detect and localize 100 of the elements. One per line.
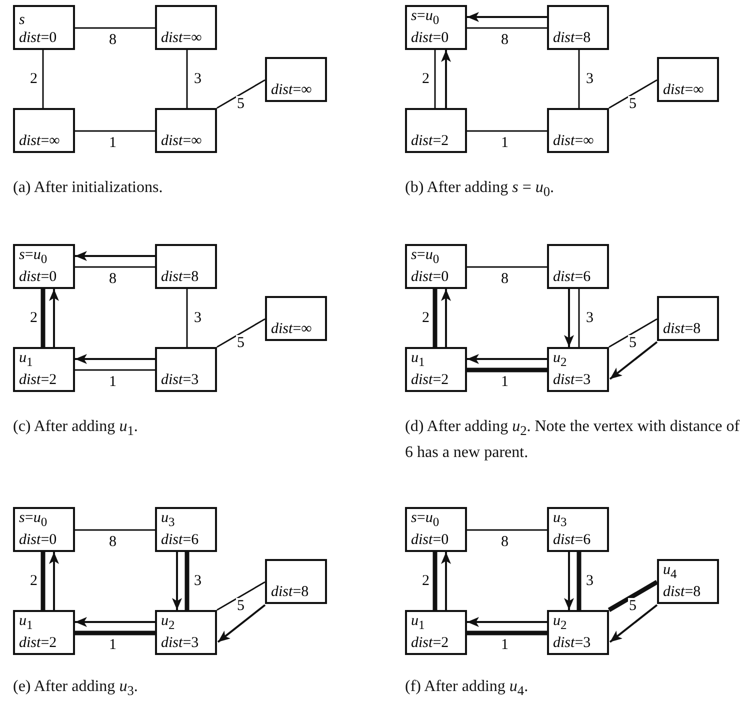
parent-arrow [75, 617, 155, 627]
tree-edge [184, 552, 190, 610]
distance-label: dist=∞ [19, 132, 60, 150]
vertex-name: u$_{2}$ [553, 612, 567, 634]
weighted-edge [75, 27, 155, 29]
weighted-edge [75, 369, 155, 371]
parent-arrow [564, 552, 574, 610]
distance-label: dist=∞ [161, 29, 202, 47]
distance-label: dist=∞ [271, 320, 312, 338]
parent-arrow [75, 354, 155, 364]
parent-arrow [441, 289, 451, 347]
distance-label: dist=3 [161, 634, 199, 652]
vertex-name: s=u$_{0}$ [411, 246, 440, 268]
vertex-name: u$_{1}$ [411, 349, 425, 371]
parent-arrow [441, 552, 451, 610]
weighted-edge [216, 79, 266, 109]
tree-edge [576, 552, 582, 610]
vertex-box [155, 5, 217, 50]
vertex-box [155, 244, 217, 289]
vertex-box [657, 559, 719, 604]
weighted-edge [75, 266, 155, 268]
weighted-edge [467, 266, 547, 268]
parent-arrow [467, 617, 547, 627]
vertex-box [155, 610, 217, 655]
vertex-name: s=u$_{0}$ [19, 246, 48, 268]
vertex-box [155, 347, 217, 392]
vertex-name: u$_{1}$ [411, 612, 425, 634]
vertex-name: s=u$_{0}$ [411, 509, 440, 531]
vertex-box [13, 610, 75, 655]
weighted-edge [186, 50, 188, 108]
parent-arrow [467, 12, 547, 22]
tree-edge [467, 368, 547, 372]
vertex-box [13, 108, 75, 153]
caption: (d) After adding u$_{2}$. Note the vertex with distance of 6 has a new parent. [405, 417, 740, 464]
weighted-edge [608, 79, 658, 109]
parent-arrow [75, 251, 155, 261]
vertex-box [547, 108, 609, 153]
distance-label: dist=8 [271, 583, 309, 601]
vertex-box [547, 244, 609, 289]
vertex-box [547, 610, 609, 655]
weighted-edge [216, 581, 266, 611]
caption: (b) After adding s = u$_{0}$. [405, 178, 556, 202]
vertex-box [265, 57, 327, 102]
distance-label: dist=∞ [271, 81, 312, 99]
distance-label: dist=8 [663, 583, 701, 601]
vertex-name: s [19, 11, 25, 29]
vertex-name: u$_{3}$ [161, 509, 175, 531]
weighted-edge [578, 50, 580, 108]
caption: (f) After adding u$_{4}$. [405, 677, 530, 700]
parent-arrow [609, 604, 658, 643]
weighted-edge [186, 289, 188, 347]
distance-label: dist=2 [411, 634, 449, 652]
vertex-box [405, 610, 467, 655]
weighted-edge [467, 130, 547, 132]
distance-label: dist=3 [553, 634, 591, 652]
distance-label: dist=3 [161, 371, 199, 389]
vertex-box [13, 244, 75, 289]
tree-edge [40, 552, 46, 610]
distance-label: dist=6 [553, 531, 591, 549]
caption: (a) After initializations. [13, 178, 164, 198]
vertex-box [13, 507, 75, 552]
vertex-box [13, 347, 75, 392]
distance-label: dist=∞ [161, 132, 202, 150]
vertex-box [657, 296, 719, 341]
weighted-edge [434, 50, 436, 108]
weighted-edge [42, 50, 44, 108]
caption: (c) After adding u$_{1}$. [13, 417, 139, 440]
distance-label: dist=8 [663, 320, 701, 338]
distance-label: dist=2 [411, 371, 449, 389]
parent-arrow [441, 50, 451, 108]
vertex-box [265, 296, 327, 341]
vertex-box [265, 559, 327, 604]
vertex-box [155, 108, 217, 153]
vertex-name: u$_{1}$ [19, 612, 33, 634]
parent-arrow [217, 604, 266, 643]
parent-arrow [609, 341, 658, 380]
parent-arrow [172, 552, 182, 610]
vertex-box [547, 5, 609, 50]
parent-arrow [49, 552, 59, 610]
distance-label: dist=8 [161, 268, 199, 286]
distance-label: dist=0 [19, 531, 57, 549]
tree-edge [40, 289, 46, 347]
distance-label: dist=8 [553, 29, 591, 47]
vertex-name: u$_{2}$ [553, 349, 567, 371]
tree-edge [467, 630, 547, 636]
weighted-edge [578, 289, 580, 347]
weighted-edge [467, 529, 547, 531]
vertex-name: u$_{3}$ [553, 509, 567, 531]
distance-label: dist=0 [411, 29, 449, 47]
distance-label: dist=3 [553, 371, 591, 389]
vertex-name: u$_{1}$ [19, 349, 33, 371]
vertex-name: u$_{2}$ [161, 612, 175, 634]
distance-label: dist=0 [19, 29, 57, 47]
caption: (e) After adding u$_{3}$. [13, 677, 139, 700]
vertex-box [547, 347, 609, 392]
vertex-box [405, 5, 467, 50]
parent-arrow [564, 289, 574, 347]
distance-label: dist=0 [411, 268, 449, 286]
weighted-edge [608, 318, 658, 348]
vertex-box [405, 244, 467, 289]
